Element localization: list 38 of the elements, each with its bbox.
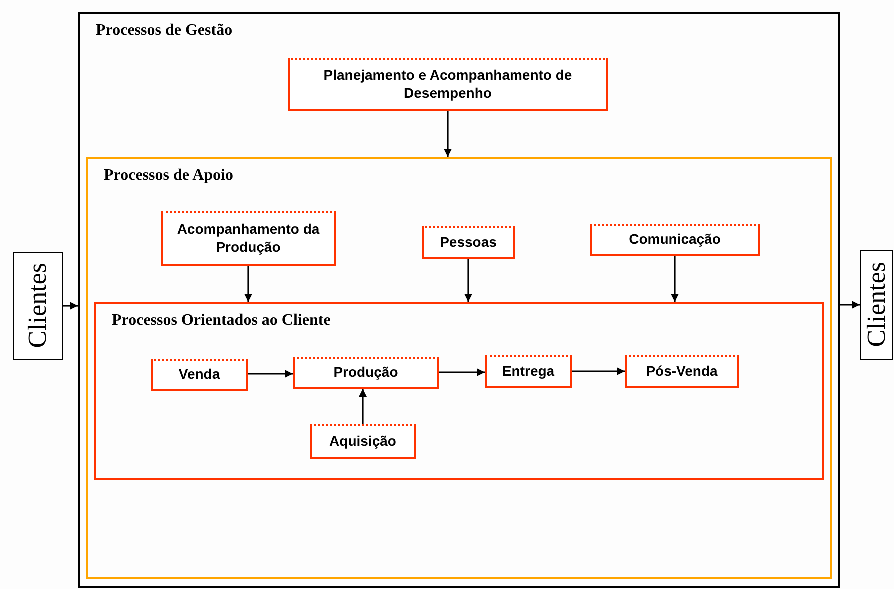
customer-box [13, 252, 63, 360]
process-box [310, 424, 416, 459]
process-box [590, 224, 760, 256]
customer-label: Clientes [25, 263, 51, 349]
process-box [625, 355, 739, 388]
process-box [161, 211, 336, 266]
process-label: Comunicação [628, 231, 722, 249]
arrow [248, 370, 293, 378]
arrow [439, 368, 485, 376]
arrow [359, 389, 367, 424]
process-label: Produção [332, 364, 400, 382]
process-group [86, 157, 832, 579]
arrow [840, 301, 860, 309]
process-box [422, 226, 515, 259]
process-label: Planejamento e Acompanhamento de Desempenho [322, 67, 574, 102]
process-group [94, 302, 824, 480]
group-heading: Processos Orientados ao Cliente [112, 312, 331, 330]
arrow [63, 302, 78, 310]
arrow [671, 256, 679, 302]
process-label: Venda [178, 366, 222, 384]
process-label: Entrega [501, 362, 556, 380]
process-box [288, 58, 608, 111]
group-heading: Processos de Apoio [104, 167, 234, 185]
customer-box [860, 250, 893, 360]
arrow [464, 259, 472, 302]
arrow [244, 266, 252, 302]
arrow [444, 111, 452, 157]
group-heading: Processos de Gestão [96, 22, 233, 40]
process-label: Pós-Venda [645, 362, 719, 380]
process-label: Pessoas [439, 234, 498, 252]
process-group [78, 12, 840, 588]
process-box [293, 357, 439, 389]
arrow [572, 368, 625, 376]
process-label: Aquisição [328, 432, 398, 450]
process-box [151, 359, 248, 391]
process-box [485, 355, 572, 388]
customer-label: Clientes [864, 262, 890, 348]
process-label: Acompanhamento da Produção [176, 221, 321, 256]
